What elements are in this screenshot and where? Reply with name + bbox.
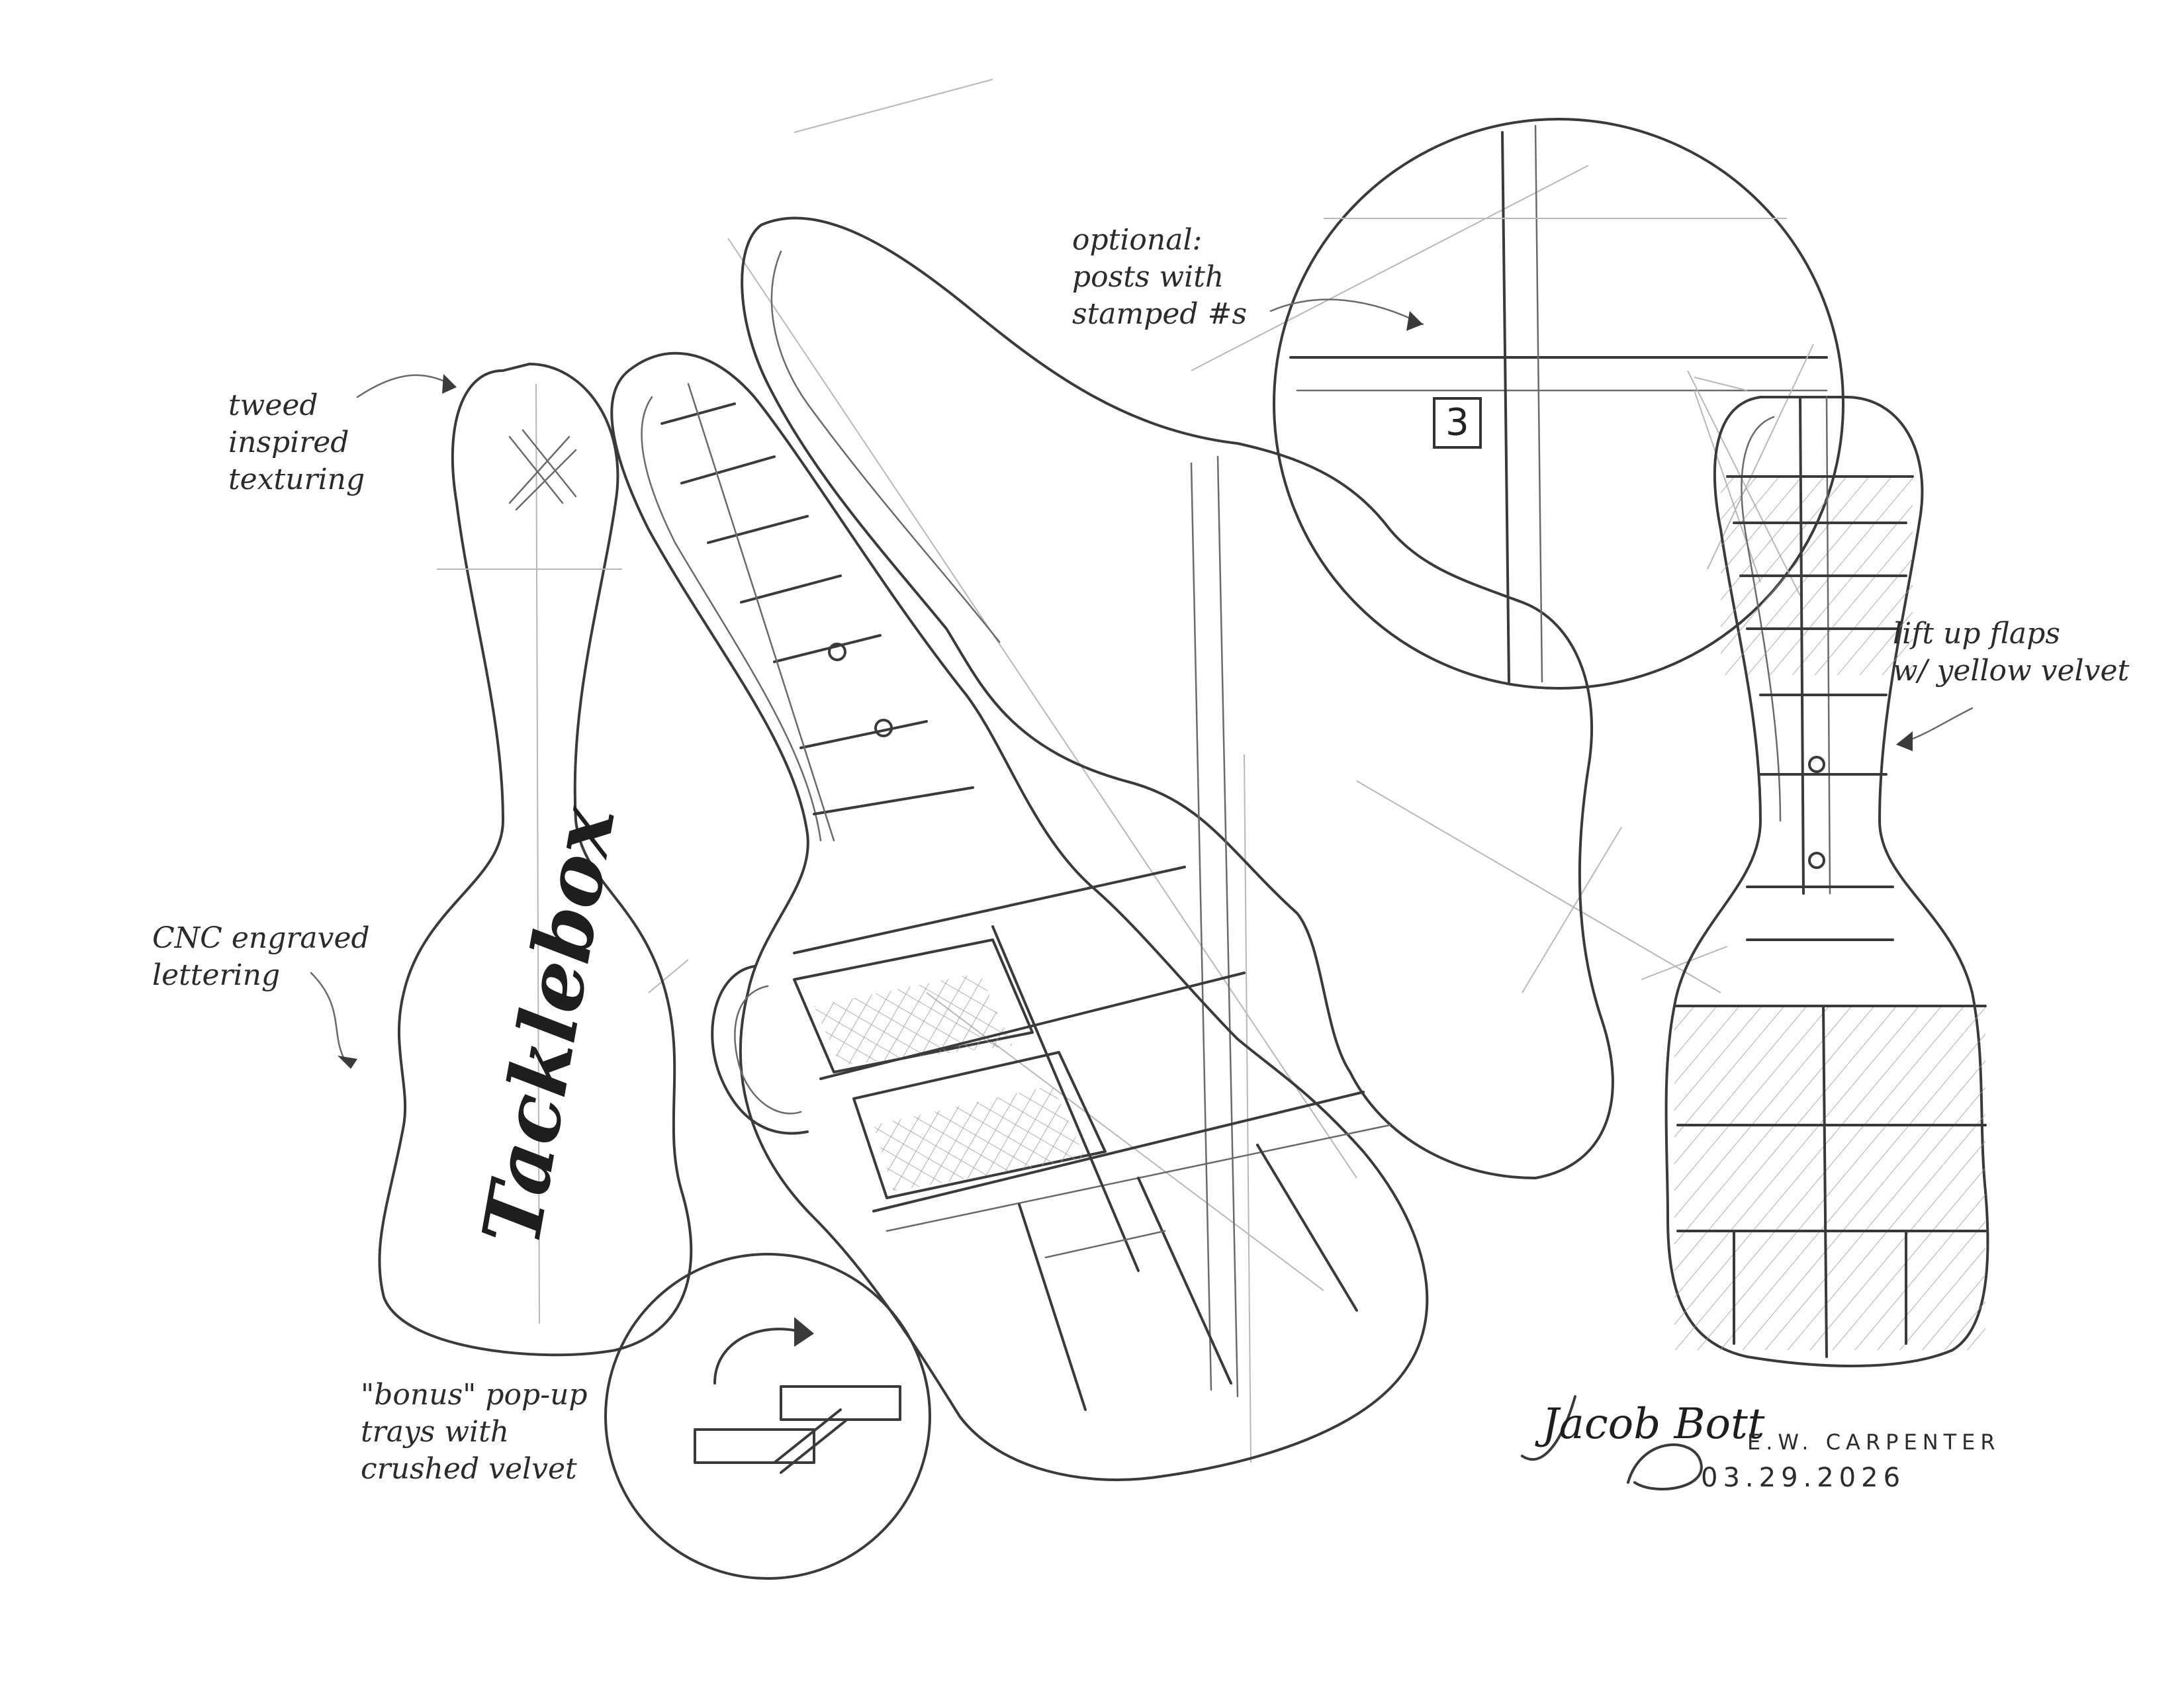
signature-date: 03.29.2026 — [1701, 1463, 1906, 1493]
note-popup-trays: "bonus" pop-up trays with crushed velvet — [361, 1378, 588, 1486]
case-handle — [711, 965, 809, 1135]
tray-top-view — [1664, 377, 1989, 1367]
open-case-lid — [741, 216, 1614, 1398]
neck-compartments — [660, 383, 974, 842]
body-compartments — [793, 866, 1391, 1411]
post-number-stamp: 3 — [1433, 397, 1482, 449]
note-cnc-lettering: CNC engraved lettering — [152, 921, 370, 992]
note-posts: optional: posts with stamped #s — [1072, 223, 1248, 331]
open-case-body — [610, 351, 1429, 1481]
signature-flourish — [1521, 1395, 1703, 1490]
posts-detail-circle — [1269, 118, 1844, 690]
tray-detail-circle — [604, 1253, 931, 1580]
note-tweed: tweed inspired texturing — [228, 388, 365, 496]
note-lift-flaps: lift up flaps w/ yellow velvet — [1893, 617, 2130, 688]
note-leaders — [310, 374, 1974, 1069]
signature-studio: E.W. CARPENTER — [1747, 1430, 2001, 1455]
signature-name: Jacob Bott — [1542, 1400, 1765, 1449]
tweed-texture — [508, 429, 577, 511]
closed-case — [378, 363, 693, 1357]
